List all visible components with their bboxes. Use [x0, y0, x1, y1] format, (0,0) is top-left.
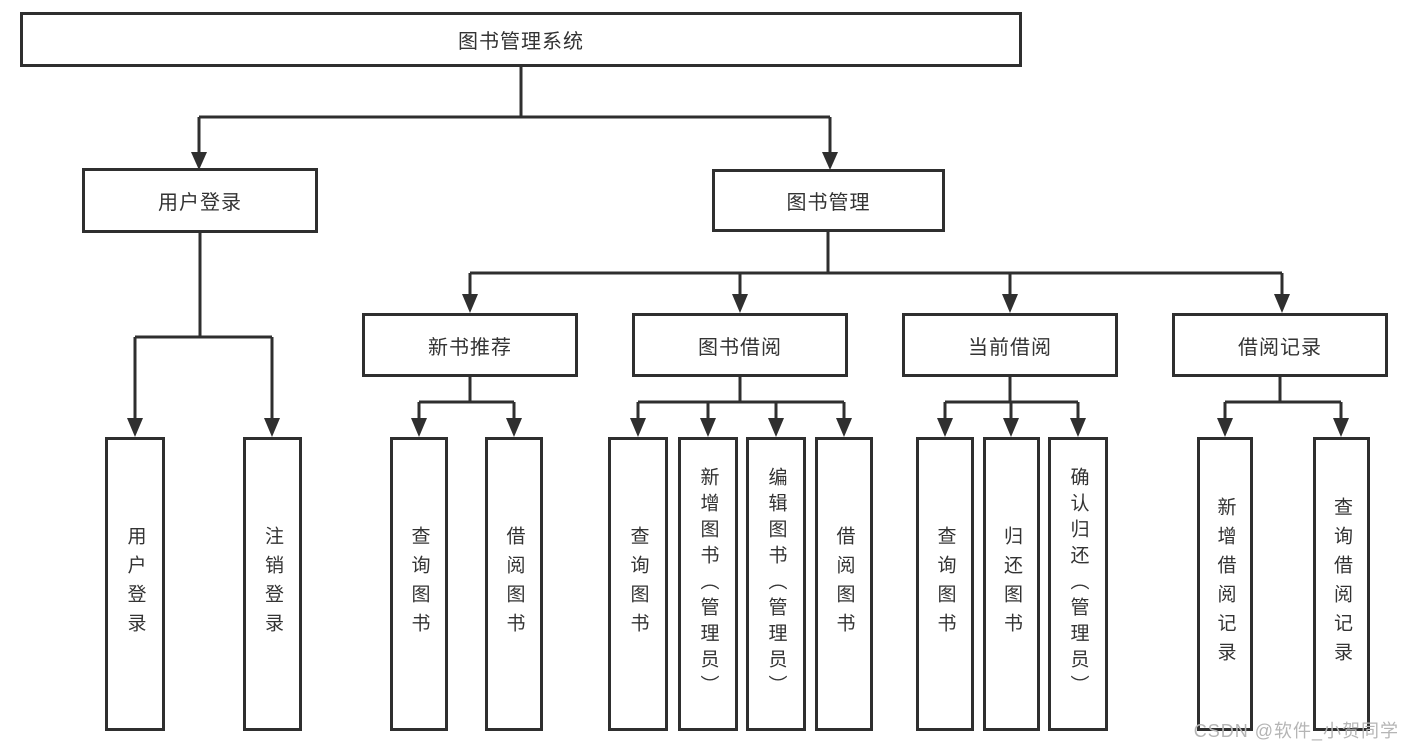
node-book-management: 图书管理 [712, 169, 945, 232]
leaf-current-query: 查询图书 [916, 437, 974, 731]
leaf-current-return: 归还图书 [983, 437, 1040, 731]
node-new-book-recommend: 新书推荐 [362, 313, 578, 377]
leaf-records-add: 新增借阅记录 [1197, 437, 1253, 731]
arrowhead-icons [127, 152, 1349, 437]
leaf-borrow-borrow: 借阅图书 [815, 437, 873, 731]
leaf-newbook-query: 查询图书 [390, 437, 448, 731]
node-root-system: 图书管理系统 [20, 12, 1022, 67]
leaf-user-login: 用户登录 [105, 437, 165, 731]
leaf-borrow-edit-admin: 编辑图书（管理员） [746, 437, 806, 731]
leaf-records-query: 查询借阅记录 [1313, 437, 1370, 731]
node-book-borrow: 图书借阅 [632, 313, 848, 377]
node-borrow-records: 借阅记录 [1172, 313, 1388, 377]
leaf-borrow-add-admin: 新增图书（管理员） [678, 437, 738, 731]
leaf-logout: 注销登录 [243, 437, 302, 731]
leaf-borrow-query: 查询图书 [608, 437, 668, 731]
node-user-login: 用户登录 [82, 168, 318, 233]
leaf-current-confirm-admin: 确认归还（管理员） [1048, 437, 1108, 731]
node-current-borrow: 当前借阅 [902, 313, 1118, 377]
leaf-newbook-borrow: 借阅图书 [485, 437, 543, 731]
csdn-watermark: CSDN @软件_小贺同学 [1193, 721, 1399, 741]
